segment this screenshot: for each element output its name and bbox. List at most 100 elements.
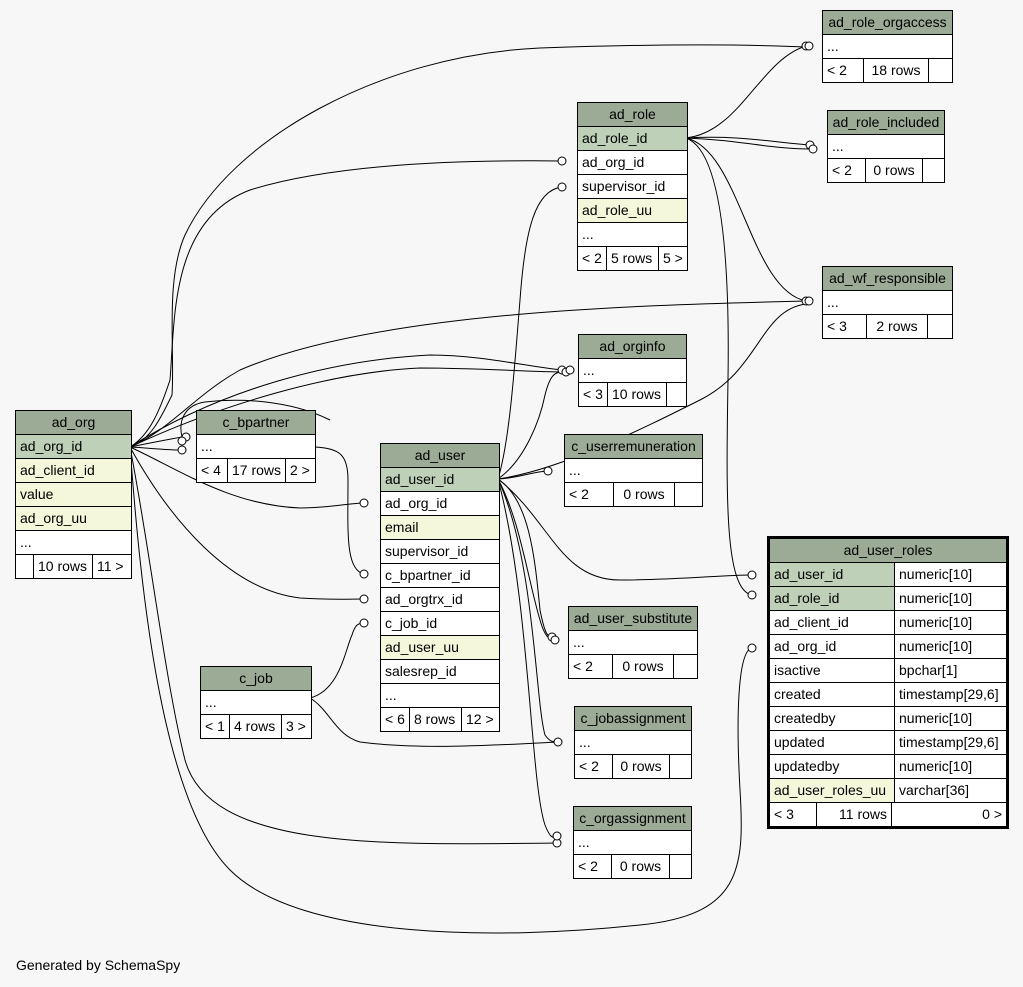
relationship-line-ad-org-to-ad-user-orgtrx (129, 446, 365, 600)
column-type: numeric[10] (894, 563, 1006, 586)
cardinality-marker (177, 436, 187, 446)
cardinality-marker (359, 498, 369, 508)
column-updated: updated (774, 734, 825, 750)
relationship-line-ad-org-to-ad-orginfo-a (129, 354, 563, 448)
row-count: 0 rows (611, 855, 669, 878)
parent-count (16, 555, 33, 578)
child-count (922, 159, 944, 182)
column-supervisor-id: supervisor_id (582, 178, 666, 194)
cardinality-marker (552, 831, 562, 841)
parent-count: < 2 (569, 486, 589, 502)
column-ellipsis: ... (583, 362, 595, 378)
column-ellipsis: ... (573, 634, 585, 650)
column-type: varchar[36] (894, 779, 1006, 802)
cardinality-marker (808, 144, 818, 154)
cardinality-marker (747, 590, 757, 600)
column-type: numeric[10] (894, 635, 1006, 658)
cardinality-marker (177, 445, 187, 455)
row-count: 17 rows (227, 459, 285, 482)
column-c-bpartner-id: c_bpartner_id (385, 567, 471, 583)
child-count (673, 655, 697, 678)
table-ad-user[interactable]: ad_user ad_user_id ad_org_id email super… (380, 443, 500, 732)
column-ad-role-id: ad_role_id (770, 587, 894, 610)
column-ellipsis: ... (827, 38, 839, 54)
row-count: 0 rows (612, 655, 673, 678)
relationship-line-ad-org-to-ad-wf-responsible (129, 300, 807, 448)
column-isactive: isactive (774, 662, 821, 678)
table-ad-org[interactable]: ad_org ad_org_id ad_client_id value ad_o… (15, 410, 132, 579)
child-count (666, 383, 686, 406)
row-count: 0 rows (612, 755, 669, 778)
row-count: 11 rows (816, 803, 891, 826)
table-header: c_userremuneration (565, 435, 702, 459)
relationship-line-ad-user-to-ad-orginfo (497, 371, 563, 480)
relationship-line-ad-user-to-ad-wf-responsible (497, 303, 807, 480)
column-ad-org-id: ad_org_id (774, 638, 837, 654)
column-ad-org-id: ad_org_id (20, 438, 83, 454)
table-header: c_job (201, 667, 311, 691)
row-count: 10 rows (607, 383, 666, 406)
cardinality-marker (557, 182, 567, 192)
child-count (928, 59, 952, 82)
column-ellipsis: ... (582, 226, 594, 242)
child-count: 3 > (281, 715, 311, 738)
relationship-line-c-bpartner-to-ad-user (313, 446, 365, 575)
relationship-line-ad-org-to-c-orgassignment (129, 446, 558, 845)
table-header: ad_orginfo (579, 335, 686, 359)
relationship-line-ad-role-to-ad-user-roles (685, 137, 753, 596)
column-type: numeric[10] (894, 707, 1006, 730)
relationship-line-c-bpartner-self (180, 399, 331, 438)
relationship-line-c-job-to-ad-user (309, 622, 365, 699)
parent-count: < 2 (579, 758, 599, 774)
column-ad-user-id: ad_user_id (770, 563, 894, 586)
row-count: 0 rows (613, 483, 674, 506)
child-count (674, 483, 702, 506)
row-count: 4 rows (229, 715, 281, 738)
relationship-line-ad-user-to-ad-user-substitute-a (497, 478, 553, 638)
child-count (669, 755, 691, 778)
relationship-line-ad-org-to-ad-user-roles (129, 446, 753, 934)
relationship-line-ad-org-to-c-bpartner-b (129, 446, 183, 451)
parent-count: < 1 (205, 718, 225, 734)
relationship-line-ad-org-to-c-bpartner-a (129, 436, 183, 448)
table-header: ad_user (381, 444, 499, 468)
column-value: value (20, 486, 54, 502)
table-header: ad_role_orgaccess (823, 11, 952, 35)
table-header: c_bpartner (197, 411, 315, 435)
cardinality-marker (359, 618, 369, 628)
table-header: ad_wf_responsible (823, 267, 952, 291)
column-salesrep-id: salesrep_id (385, 663, 457, 679)
parent-count: < 4 (201, 462, 221, 478)
column-ad-org-uu: ad_org_uu (20, 510, 87, 526)
column-email: email (385, 519, 419, 535)
cardinality-marker (747, 643, 757, 653)
column-ellipsis: ... (385, 687, 397, 703)
parent-count: < 3 (583, 386, 603, 402)
row-count: 18 rows (863, 59, 928, 82)
table-ad-role[interactable]: ad_role ad_role_id ad_org_id supervisor_… (577, 102, 688, 271)
cardinality-marker (804, 41, 814, 51)
cardinality-marker (359, 569, 369, 579)
column-type: timestamp[29,6] (894, 731, 1006, 754)
column-ad-role-id: ad_role_id (582, 130, 648, 146)
relationship-line-c-job-to-c-jobassignment (309, 697, 559, 747)
parent-count: < 2 (573, 658, 593, 674)
parent-count: < 2 (827, 62, 847, 78)
column-ellipsis: ... (579, 734, 591, 750)
table-header: ad_role_included (828, 111, 944, 135)
child-count (927, 315, 952, 338)
relationship-line-ad-role-to-ad-role-included-b (685, 137, 811, 150)
table-ad-role-orgaccess[interactable]: ad_role_orgaccess ... < 2 18 rows (822, 10, 953, 83)
cardinality-marker (553, 737, 563, 747)
